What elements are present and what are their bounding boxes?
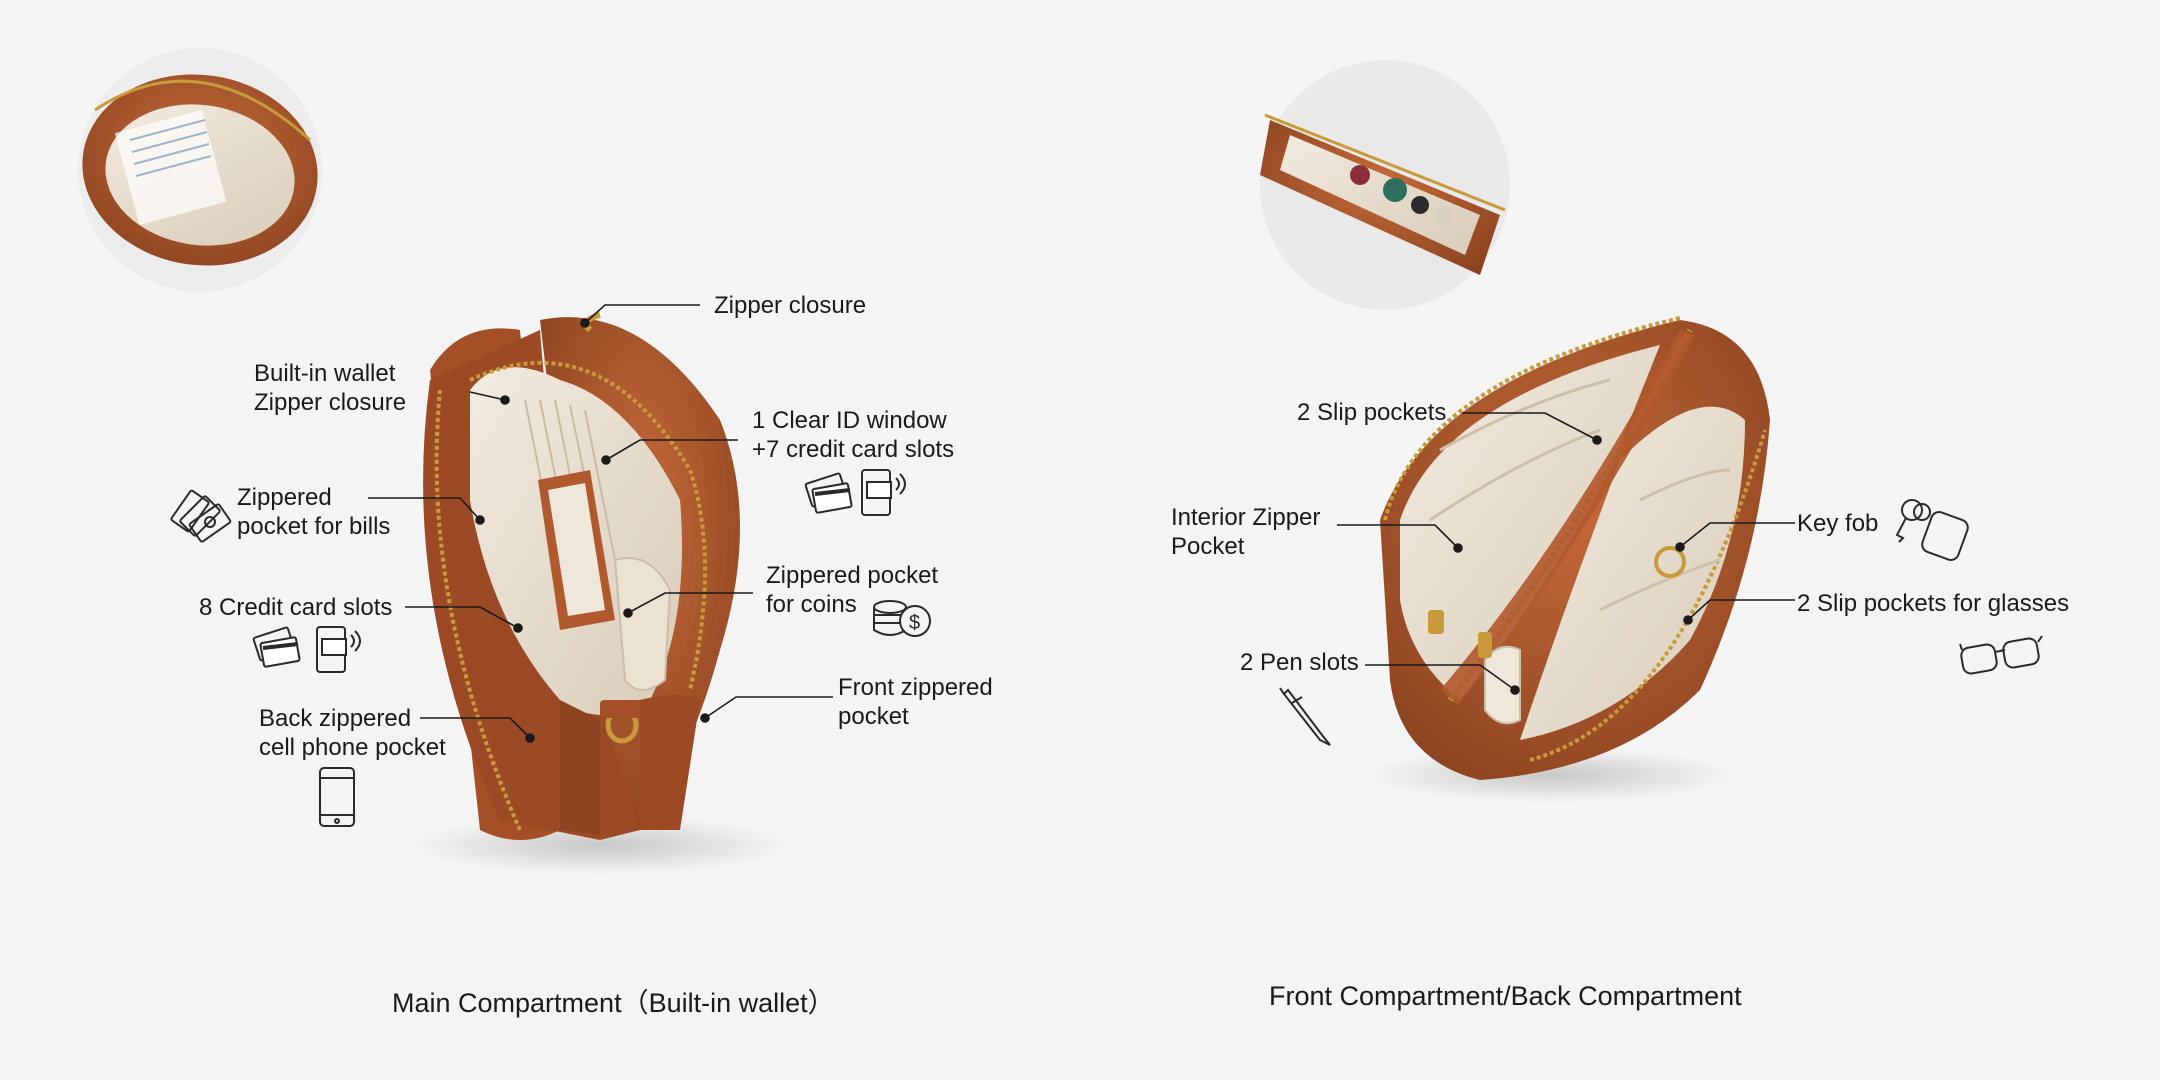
interior-zipper-label: Interior Zipper Pocket — [1171, 503, 1320, 561]
cell-phone-icon — [319, 767, 355, 827]
coins-pocket-line1: Zippered pocket — [766, 562, 939, 589]
keys-icon — [1895, 499, 1969, 561]
front-pocket-label: Front zippered pocket — [838, 673, 993, 731]
main-compartment-thumbnail — [78, 48, 322, 292]
credit-card-icon-2 — [252, 626, 301, 668]
built-in-wallet-line1: Built-in wallet — [254, 360, 396, 387]
credit-card-icon — [804, 472, 853, 514]
key-fob-label: Key fob — [1797, 509, 1878, 538]
phone-payment-icon-2 — [316, 626, 361, 673]
interior-zipper-line2: Pocket — [1171, 533, 1245, 560]
back-pocket-label: Back zippered cell phone pocket — [259, 704, 446, 762]
coins-pocket-label: Zippered pocket for coins — [766, 561, 938, 619]
main-compartment-bag-image — [410, 312, 790, 875]
front-pocket-line2: pocket — [838, 703, 909, 730]
interior-zipper-line1: Interior Zipper — [1171, 504, 1321, 531]
bills-pocket-line1: Zippered — [237, 484, 332, 511]
main-compartment-caption: Main Compartment（Built-in wallet） — [392, 988, 835, 1018]
bills-pocket-line2: pocket for bills — [237, 513, 391, 540]
coins-pocket-line2: for coins — [766, 591, 857, 618]
svg-text:$: $ — [909, 612, 920, 634]
glasses-pockets-label: 2 Slip pockets for glasses — [1797, 589, 2069, 618]
id-window-line1: 1 Clear ID window — [752, 407, 947, 434]
zipper-closure-label: Zipper closure — [714, 291, 866, 320]
back-pocket-line1: Back zippered — [259, 705, 412, 732]
main-leader-lines — [368, 304, 833, 743]
front-back-compartment-caption: Front Compartment/Back Compartment — [1269, 981, 1742, 1011]
coins-icon: $ — [873, 600, 931, 637]
id-window-label: 1 Clear ID window +7 credit card slots — [752, 406, 954, 464]
back-pocket-line2: cell phone pocket — [259, 734, 446, 761]
slip-pockets-label: 2 Slip pockets — [1297, 398, 1446, 427]
glasses-icon — [1959, 635, 2043, 675]
zipper-closure-text: Zipper closure — [714, 292, 867, 319]
phone-payment-icon — [861, 469, 906, 516]
front-compartment-bag-image — [1365, 316, 1770, 803]
bills-pocket-label: Zippered pocket for bills — [237, 483, 390, 541]
glasses-pockets-text: 2 Slip pockets for glasses — [1797, 590, 2070, 617]
front-pocket-line1: Front zippered — [838, 674, 993, 701]
built-in-wallet-label: Built-in wallet Zipper closure — [254, 359, 406, 417]
money-bills-icon — [170, 489, 232, 543]
key-fob-text: Key fob — [1797, 510, 1879, 537]
front-leader-lines — [1337, 412, 1795, 695]
credit-slots-label: 8 Credit card slots — [199, 593, 392, 622]
slip-pockets-text: 2 Slip pockets — [1297, 399, 1447, 426]
built-in-wallet-line2: Zipper closure — [254, 389, 407, 416]
pen-slots-label: 2 Pen slots — [1240, 648, 1359, 677]
pen-icon — [1279, 687, 1331, 746]
credit-slots-text: 8 Credit card slots — [199, 594, 393, 621]
id-window-line2: +7 credit card slots — [752, 436, 955, 463]
front-compartment-thumbnail — [1260, 60, 1510, 310]
pen-slots-text: 2 Pen slots — [1240, 649, 1359, 676]
